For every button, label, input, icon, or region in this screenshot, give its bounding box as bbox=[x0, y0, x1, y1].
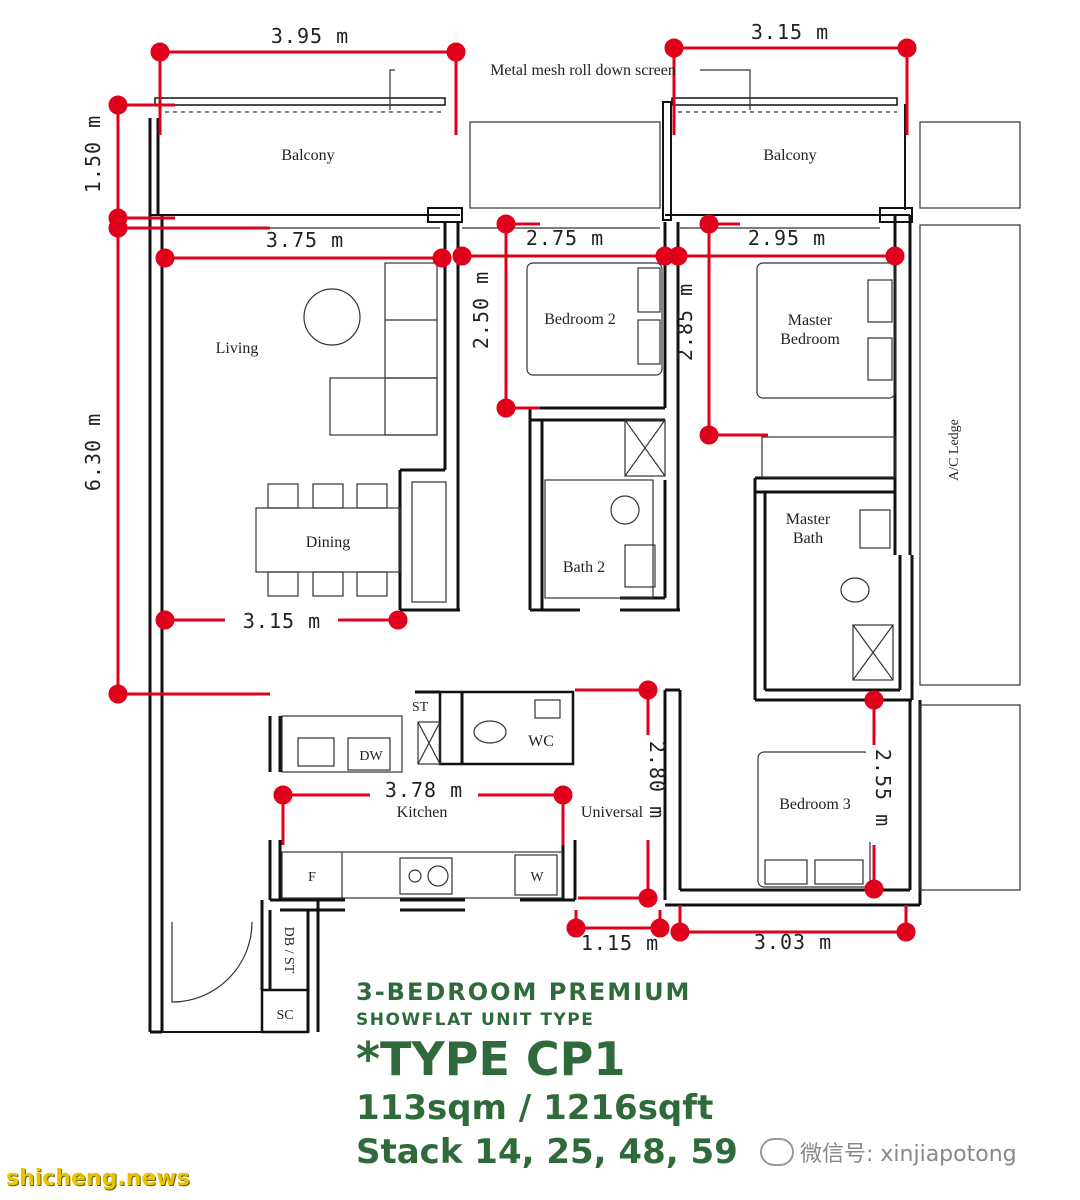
dim-dining-width: 3.15 m bbox=[243, 609, 321, 633]
dim-kitchen-width: 3.78 m bbox=[385, 778, 463, 802]
label-sc: SC bbox=[276, 1008, 293, 1023]
dim-bedroom2-width: 2.75 m bbox=[526, 226, 604, 250]
unit-area: 113sqm / 1216sqft bbox=[356, 1088, 714, 1128]
label-master-bedroom-1: Master bbox=[788, 312, 833, 329]
label-bath2: Bath 2 bbox=[563, 559, 605, 576]
label-master-bath-2: Bath bbox=[793, 530, 823, 547]
fixtures bbox=[165, 69, 1021, 1003]
label-washer: W bbox=[530, 870, 544, 885]
wechat-id: 微信号: xinjiapotong bbox=[800, 1142, 1017, 1167]
dim-balcony-depth: 1.50 m bbox=[81, 115, 105, 193]
label-balcony-right: Balcony bbox=[763, 147, 816, 164]
label-master-bedroom-2: Bedroom bbox=[780, 331, 840, 348]
dim-top-right: 3.15 m bbox=[751, 20, 829, 44]
label-bedroom2: Bedroom 2 bbox=[544, 311, 616, 328]
wechat-watermark: 微信号: xinjiapotong bbox=[760, 1136, 1017, 1168]
dim-living-width: 3.75 m bbox=[266, 228, 344, 252]
site-watermark: shicheng.news bbox=[6, 1166, 190, 1191]
label-db-st: DB / ST bbox=[281, 927, 296, 974]
label-ac-ledge: A/C Ledge bbox=[947, 419, 962, 481]
label-master-bath-1: Master bbox=[786, 511, 831, 528]
label-living: Living bbox=[216, 340, 259, 357]
unit-title-block: 3-BEDROOM PREMIUM SHOWFLAT UNIT TYPE *TY… bbox=[356, 978, 796, 1174]
label-dining: Dining bbox=[306, 534, 350, 551]
unit-subtitle: SHOWFLAT UNIT TYPE bbox=[356, 1010, 595, 1030]
dimension-labels: 3.95 m 3.15 m 1.50 m 3.75 m 2.75 m 2.95 … bbox=[81, 20, 895, 955]
label-fridge: F bbox=[308, 870, 316, 885]
room-labels: Balcony Balcony Living Dining Bedroom 2 … bbox=[216, 62, 962, 1023]
dimension-lines bbox=[108, 38, 917, 942]
label-wc: WC bbox=[528, 733, 554, 750]
label-universal: Universal bbox=[581, 804, 644, 821]
dim-top-left: 3.95 m bbox=[271, 24, 349, 48]
dim-master-depth: 2.85 m bbox=[673, 283, 697, 361]
label-bedroom3: Bedroom 3 bbox=[779, 796, 851, 813]
wechat-icon bbox=[760, 1138, 794, 1166]
dim-universal-width: 1.15 m bbox=[581, 931, 659, 955]
label-st-top: ST bbox=[412, 700, 429, 715]
label-metal-mesh: Metal mesh roll down screen bbox=[490, 62, 676, 79]
unit-category: 3-BEDROOM PREMIUM bbox=[356, 978, 692, 1006]
label-kitchen: Kitchen bbox=[397, 804, 448, 821]
unit-stacks: Stack 14, 25, 48, 59 bbox=[356, 1132, 738, 1172]
dim-master-width: 2.95 m bbox=[748, 226, 826, 250]
dim-living-depth: 6.30 m bbox=[81, 413, 105, 491]
label-balcony-left: Balcony bbox=[281, 147, 334, 164]
label-dw: DW bbox=[359, 749, 383, 764]
dim-bedroom3-width: 3.03 m bbox=[754, 930, 832, 954]
dim-universal-depth: 2.80 m bbox=[645, 741, 669, 819]
unit-type: *TYPE CP1 bbox=[356, 1032, 626, 1086]
dim-bedroom3-depth: 2.55 m bbox=[871, 749, 895, 827]
dim-bedroom2-depth: 2.50 m bbox=[469, 271, 493, 349]
